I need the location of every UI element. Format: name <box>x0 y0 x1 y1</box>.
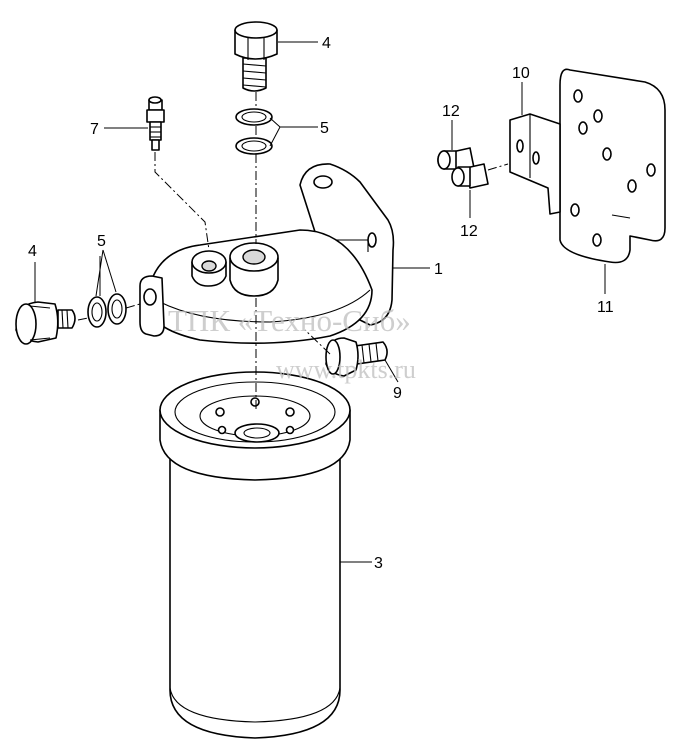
part-1-filter-head <box>139 163 395 344</box>
callout-1: 1 <box>434 261 443 278</box>
watermark-company: ТПК «Техно-Сиб» <box>168 303 411 338</box>
callout-7: 7 <box>90 121 99 138</box>
callout-labels: 4 5 7 4 5 1 3 9 10 11 12 12 <box>28 35 614 572</box>
part-4-bolt-left <box>15 301 76 345</box>
callout-12-bottom: 12 <box>460 223 478 240</box>
leader-lines <box>34 41 606 563</box>
callout-4-top: 4 <box>322 35 331 52</box>
callout-5-top: 5 <box>320 120 329 137</box>
part-9-bolt <box>325 337 388 377</box>
callout-10: 10 <box>512 65 530 82</box>
part-3-filter-canister <box>159 371 351 739</box>
callout-4-left: 4 <box>28 243 37 260</box>
assembly-center-lines <box>77 92 509 410</box>
callout-9: 9 <box>393 385 402 402</box>
watermark-website: www.tpkts.ru <box>276 355 416 384</box>
part-4-bolt-top <box>234 21 278 92</box>
part-12-screws <box>437 147 489 189</box>
watermark: ТПК «Техно-Сиб» www.tpkts.ru <box>168 303 416 384</box>
callout-12-top: 12 <box>442 103 460 120</box>
part-11-mounting-plate <box>559 68 666 264</box>
part-5-washers-left <box>87 293 127 328</box>
callout-5-left: 5 <box>97 233 106 250</box>
callout-3: 3 <box>374 555 383 572</box>
part-5-washers-top <box>235 108 273 155</box>
callout-11: 11 <box>597 299 614 316</box>
part-10-angle-bracket <box>509 113 561 215</box>
part-7-bleed-fitting <box>146 96 165 151</box>
